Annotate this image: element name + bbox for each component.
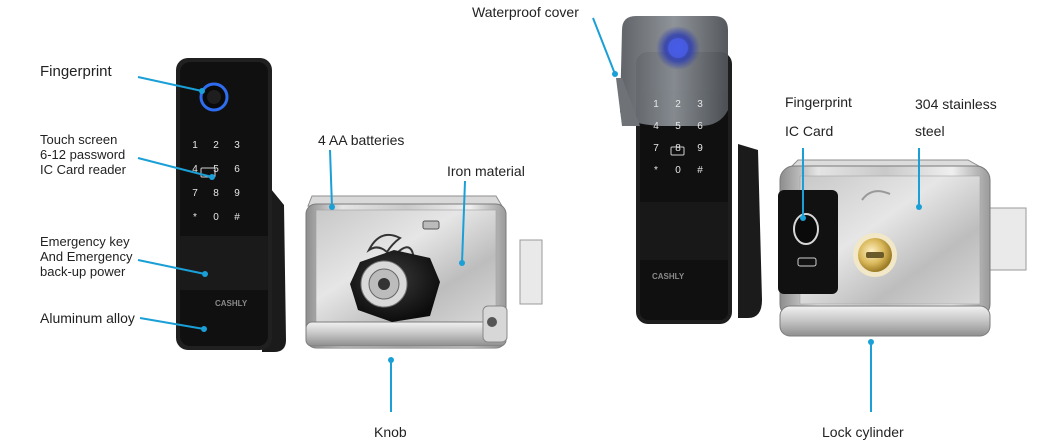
left-keypad-key: 7 — [192, 188, 198, 199]
right-keypad-key: 0 — [675, 165, 681, 176]
right-keypad-key: 7 — [653, 143, 659, 154]
right-keypad-key: * — [654, 165, 658, 176]
left-keypad-key: 4 — [192, 164, 198, 175]
label-stainless-line2: steel — [915, 123, 945, 139]
right-keypad-key: 3 — [697, 99, 703, 110]
label-emergency-key: Emergency key And Emergency back-up powe… — [40, 234, 133, 279]
left-keypad-key: 1 — [192, 140, 198, 151]
left-keypad-key: 6 — [234, 164, 240, 175]
right-keypad-key: 1 — [653, 99, 659, 110]
label-waterproof-cover: Waterproof cover — [472, 4, 579, 20]
left-reader: CASHLY — [176, 58, 286, 352]
left-keypad-key: 8 — [213, 188, 219, 199]
right-keypad-key: 6 — [697, 121, 703, 132]
left-keypad-key: 9 — [234, 188, 240, 199]
label-ic-card: IC Card — [785, 123, 834, 139]
right-keypad-key: 5 — [675, 121, 681, 132]
callout-lines — [137, 17, 922, 412]
left-keypad: 1 2 3 4 5 6 7 8 9 * 0 # — [192, 140, 240, 223]
left-keypad-key: 2 — [213, 140, 219, 151]
label-touch-screen: Touch screen 6-12 password IC Card reade… — [40, 132, 126, 177]
right-reader: CASHLY — [616, 16, 762, 324]
left-keypad-key: 3 — [234, 140, 240, 151]
right-keypad-key: 8 — [675, 143, 681, 154]
right-keypad-key: # — [697, 165, 703, 176]
surface-lock — [305, 195, 543, 349]
label-fingerprint-left: Fingerprint — [40, 63, 112, 80]
left-keypad-key: 0 — [213, 212, 219, 223]
left-keypad-key: * — [193, 212, 197, 223]
label-fingerprint-right: Fingerprint — [785, 94, 852, 110]
label-aluminum-alloy: Aluminum alloy — [40, 310, 135, 326]
label-batteries: 4 AA batteries — [318, 132, 405, 148]
right-keypad: 1 2 3 4 5 6 7 8 9 * 0 # — [653, 99, 703, 176]
label-stainless-line1: 304 stainless — [915, 96, 997, 112]
label-iron-material: Iron material — [447, 163, 525, 179]
brand-text: CASHLY — [215, 299, 248, 308]
right-keypad-key: 4 — [653, 121, 659, 132]
surface-lock-right — [778, 159, 1027, 337]
label-knob: Knob — [374, 424, 407, 440]
label-lock-cylinder: Lock cylinder — [822, 424, 904, 440]
left-keypad-key: 5 — [213, 164, 219, 175]
brand-text-right: CASHLY — [652, 272, 685, 281]
right-keypad-key: 2 — [675, 99, 681, 110]
left-keypad-key: # — [234, 212, 240, 223]
right-keypad-key: 9 — [697, 143, 703, 154]
